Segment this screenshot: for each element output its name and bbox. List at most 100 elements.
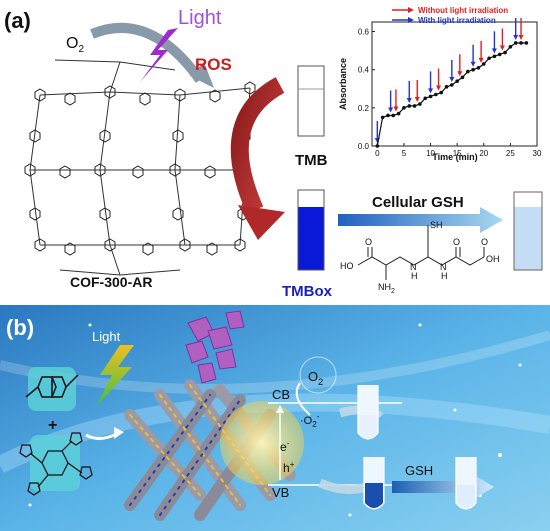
cb-label: CB <box>272 387 290 402</box>
legend-arrow-1 <box>408 7 414 13</box>
monomer-2 <box>19 432 93 496</box>
data-point <box>466 69 470 74</box>
o2-label: O2 <box>66 35 84 55</box>
o-label-2: O <box>453 237 460 247</box>
data-point <box>460 75 465 80</box>
cof-label: COF-300-AR <box>70 274 152 290</box>
monomer-2-highlight <box>30 435 80 491</box>
legend-entry-1: Without light irradiation <box>418 6 508 15</box>
data-point <box>428 94 433 99</box>
data-point <box>497 52 502 57</box>
tmbox-solution <box>298 207 324 270</box>
tmb-cuvette <box>297 65 325 137</box>
blue-arrow-head <box>388 107 394 113</box>
chart-points <box>375 41 529 148</box>
x-tick-label: 10 <box>426 149 435 158</box>
o-label-3: O <box>481 237 488 247</box>
x-tick-label: 0 <box>375 149 380 158</box>
data-point <box>396 111 401 116</box>
data-point <box>407 104 412 108</box>
h-label-1: H <box>411 271 418 281</box>
gsh-arrow <box>338 207 503 233</box>
chart-frame <box>371 21 538 147</box>
data-point <box>391 113 396 118</box>
y-tick-label: 0.4 <box>358 66 370 75</box>
chart-arrows <box>374 17 524 143</box>
legend-entry-2: With light irradiation <box>418 16 496 25</box>
electron-label: e- <box>280 439 290 454</box>
gsh-arrow-label: Cellular GSH <box>372 194 464 211</box>
y-tick-label: 0.6 <box>358 28 370 37</box>
data-point <box>444 85 449 89</box>
light-label-b: Light <box>92 329 121 344</box>
y-axis-label: Absorbance <box>338 58 348 110</box>
superoxide-label: ·O2- <box>300 412 320 429</box>
photocatalyst-glow <box>220 401 304 485</box>
y-tick-label: 0.2 <box>358 104 370 113</box>
panel-b: (b) + Light <box>0 305 550 531</box>
data-point <box>450 83 454 87</box>
data-point <box>439 90 443 95</box>
legend-arrow-2 <box>408 17 414 23</box>
blue-arrow-head <box>428 88 434 94</box>
test-tube-3 <box>455 457 477 510</box>
test-tube-2 <box>363 457 385 510</box>
x-tick-label: 5 <box>402 149 407 158</box>
x-tick-label: 15 <box>453 149 462 158</box>
data-point <box>418 102 422 106</box>
red-arrow-head <box>414 96 420 102</box>
data-point <box>380 115 385 120</box>
x-tick-label: 20 <box>479 149 488 158</box>
data-point <box>487 56 491 61</box>
data-point <box>524 41 529 45</box>
n-label-1: N <box>410 262 417 272</box>
nh2-label: NH2 <box>378 282 395 295</box>
o-label-1: O <box>365 237 372 247</box>
hole-label: h+ <box>283 460 295 475</box>
data-point <box>481 62 486 66</box>
data-point <box>386 113 390 118</box>
data-point <box>513 41 518 45</box>
red-arrow-head <box>238 205 285 240</box>
red-arrow-head <box>478 57 484 63</box>
test-tube-1 <box>357 385 379 440</box>
red-arrow-head <box>393 106 399 112</box>
n-label-2: N <box>440 262 447 272</box>
red-arrow-head <box>457 71 463 77</box>
data-point <box>471 67 475 72</box>
x-tick-label: 30 <box>533 149 542 158</box>
vb-label: VB <box>272 485 289 500</box>
o2-arrow-head <box>190 62 214 88</box>
blue-arrow-head <box>470 61 476 67</box>
o2-label-b: O2 <box>308 369 323 387</box>
tmbox-label: TMBox <box>282 283 333 300</box>
o2-curved-arrow <box>90 22 205 83</box>
h-label-2: H <box>441 271 448 281</box>
crystal-cluster <box>185 310 245 384</box>
data-point <box>402 106 406 110</box>
lightning-icon-b <box>96 345 134 407</box>
data-point <box>412 104 417 108</box>
data-point <box>434 92 438 97</box>
ho-label: HO <box>340 261 354 271</box>
red-arrow-head <box>499 45 505 51</box>
sh-label: SH <box>430 220 443 230</box>
blue-arrow-head <box>449 76 455 82</box>
lightning-icon <box>140 28 178 82</box>
final-solution <box>514 207 542 270</box>
data-point <box>476 65 481 70</box>
cof-nodes <box>24 81 256 256</box>
data-point <box>492 54 497 59</box>
y-tick-label: 0.0 <box>358 142 370 151</box>
tmb-label: TMB <box>295 152 328 169</box>
data-point <box>519 41 523 45</box>
red-arrow-head <box>518 34 524 40</box>
gsh-molecule <box>357 225 485 280</box>
data-point <box>508 45 513 49</box>
data-point <box>503 50 507 55</box>
red-curved-arrow <box>230 77 285 214</box>
panel-a-svg: (a) <box>4 6 543 300</box>
panel-a: (a) <box>4 6 543 300</box>
